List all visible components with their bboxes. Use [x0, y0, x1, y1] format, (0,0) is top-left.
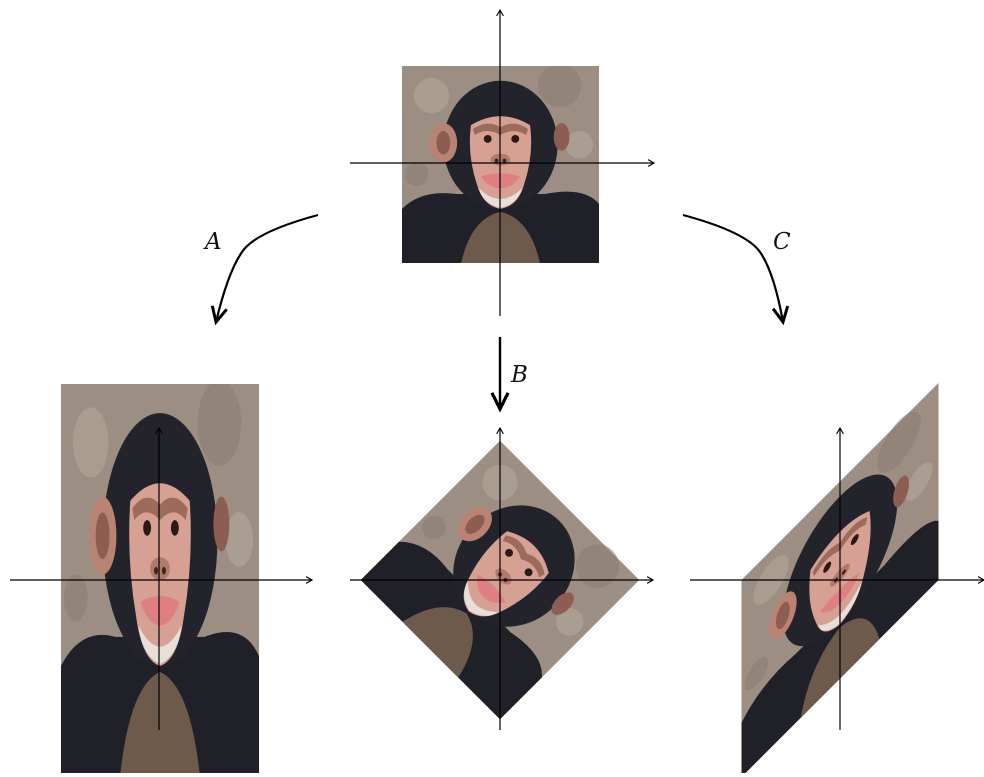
arrow-a — [210, 213, 319, 326]
panel-a-scaled — [10, 384, 314, 773]
panel-b-rotated — [350, 426, 655, 730]
arrow-c — [682, 213, 790, 326]
panel-c-sheared — [690, 381, 984, 777]
scaled-image — [61, 384, 259, 773]
label-c: C — [773, 229, 791, 255]
rotated-image — [360, 439, 641, 720]
original-panel — [350, 8, 656, 316]
label-b: B — [510, 362, 528, 388]
label-a: A — [203, 229, 222, 255]
